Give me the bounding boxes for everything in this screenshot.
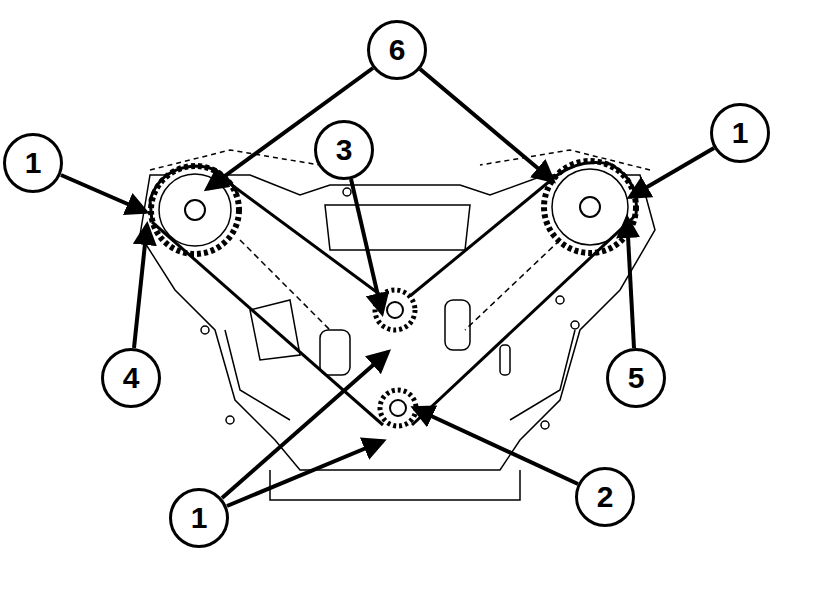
callout-circle: 1 xyxy=(169,488,229,548)
engine-block xyxy=(140,150,655,500)
callout-circle: 3 xyxy=(314,120,374,180)
callout-circle: 5 xyxy=(606,348,666,408)
callout-number: 3 xyxy=(336,135,353,165)
callout-number: 4 xyxy=(123,363,140,393)
timing-chains xyxy=(150,163,636,426)
callout-circle: 6 xyxy=(367,20,427,80)
callout-circle: 1 xyxy=(710,103,770,163)
callout-number: 2 xyxy=(597,482,614,512)
callout-number: 6 xyxy=(389,35,406,65)
callout-circle: 1 xyxy=(3,133,63,193)
leader-arrows xyxy=(61,68,714,506)
callout-number: 1 xyxy=(25,148,42,178)
callout-circle: 2 xyxy=(575,467,635,527)
callout-number: 1 xyxy=(732,118,749,148)
callout-number: 5 xyxy=(628,363,645,393)
callout-circle: 4 xyxy=(101,348,161,408)
callout-number: 1 xyxy=(191,503,208,533)
sprockets xyxy=(151,161,636,426)
